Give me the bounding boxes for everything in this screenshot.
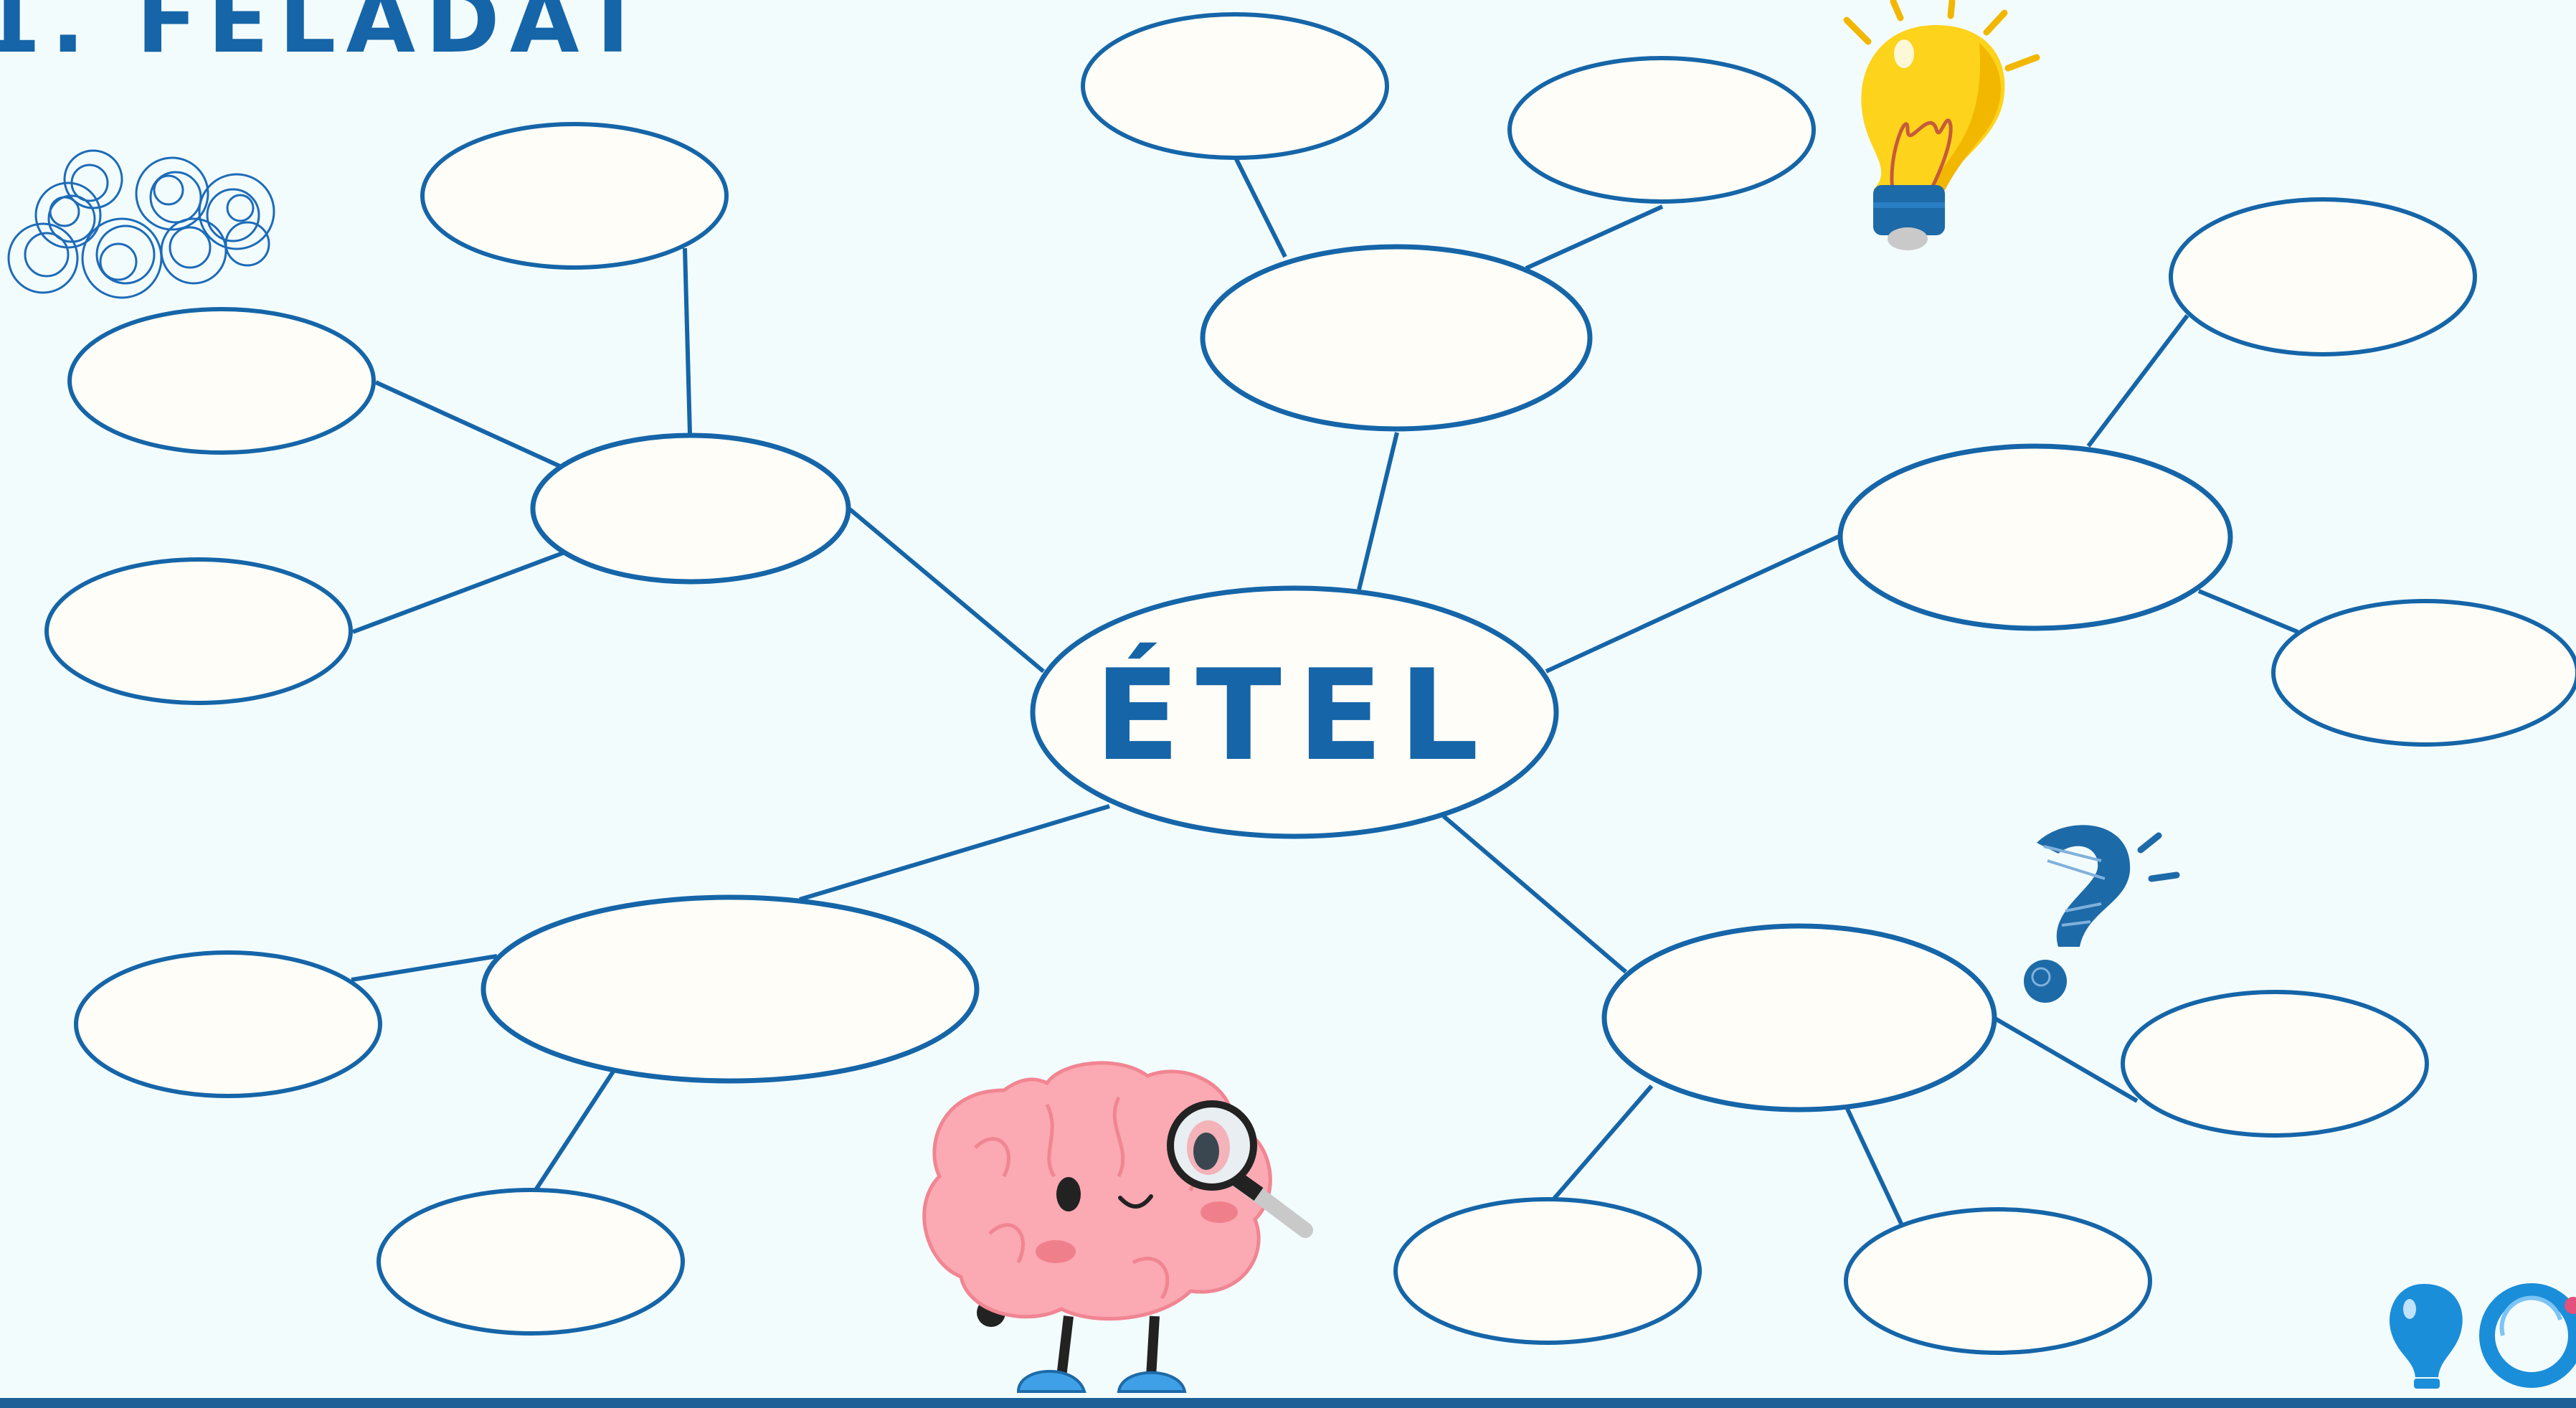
light-bulb-icon <box>1843 0 2040 250</box>
leaf-bubble-top-a[interactable] <box>1081 12 1389 160</box>
branch-bubble-left[interactable] <box>530 433 851 585</box>
question-mark-icon <box>2024 825 2180 1003</box>
leaf-bubble-left-c[interactable] <box>44 557 353 705</box>
leaf-bubble-bottom-left-a[interactable] <box>74 950 382 1098</box>
magnifier-icon <box>1167 1100 1313 1238</box>
branch-bubble-bottom-right[interactable] <box>1601 923 1997 1112</box>
center-label: ÉTEL <box>1094 642 1495 789</box>
leaf-bubble-bottom-right-b[interactable] <box>1393 1197 1702 1345</box>
branch-bubble-right[interactable] <box>1837 443 2233 631</box>
branch-bubble-bottom-left[interactable] <box>480 894 980 1084</box>
leaf-bubble-bottom-right-a[interactable] <box>2121 990 2429 1138</box>
leaf-bubble-right-b[interactable] <box>2271 599 2576 747</box>
page-heading: 1. FELADAT <box>0 0 653 73</box>
logo-ring-icon <box>2479 1283 2576 1388</box>
connector-lines <box>351 158 2299 1227</box>
leaf-bubble-right-a[interactable] <box>2169 197 2477 356</box>
leaf-bubble-top-b[interactable] <box>1507 56 1816 204</box>
logo-bulb-icon <box>2390 1284 2463 1389</box>
leaf-bubble-bottom-left-b[interactable] <box>377 1188 685 1336</box>
leaf-bubble-left-b[interactable] <box>67 307 376 455</box>
leaf-bubble-left-a[interactable] <box>420 122 729 270</box>
scribble-cloud-icon <box>7 149 275 299</box>
center-node[interactable] <box>1030 585 1559 839</box>
leaf-bubble-bottom-right-c[interactable] <box>1844 1207 2152 1355</box>
branch-bubble-top[interactable] <box>1200 244 1593 432</box>
bottom-bar <box>0 1398 2576 1408</box>
